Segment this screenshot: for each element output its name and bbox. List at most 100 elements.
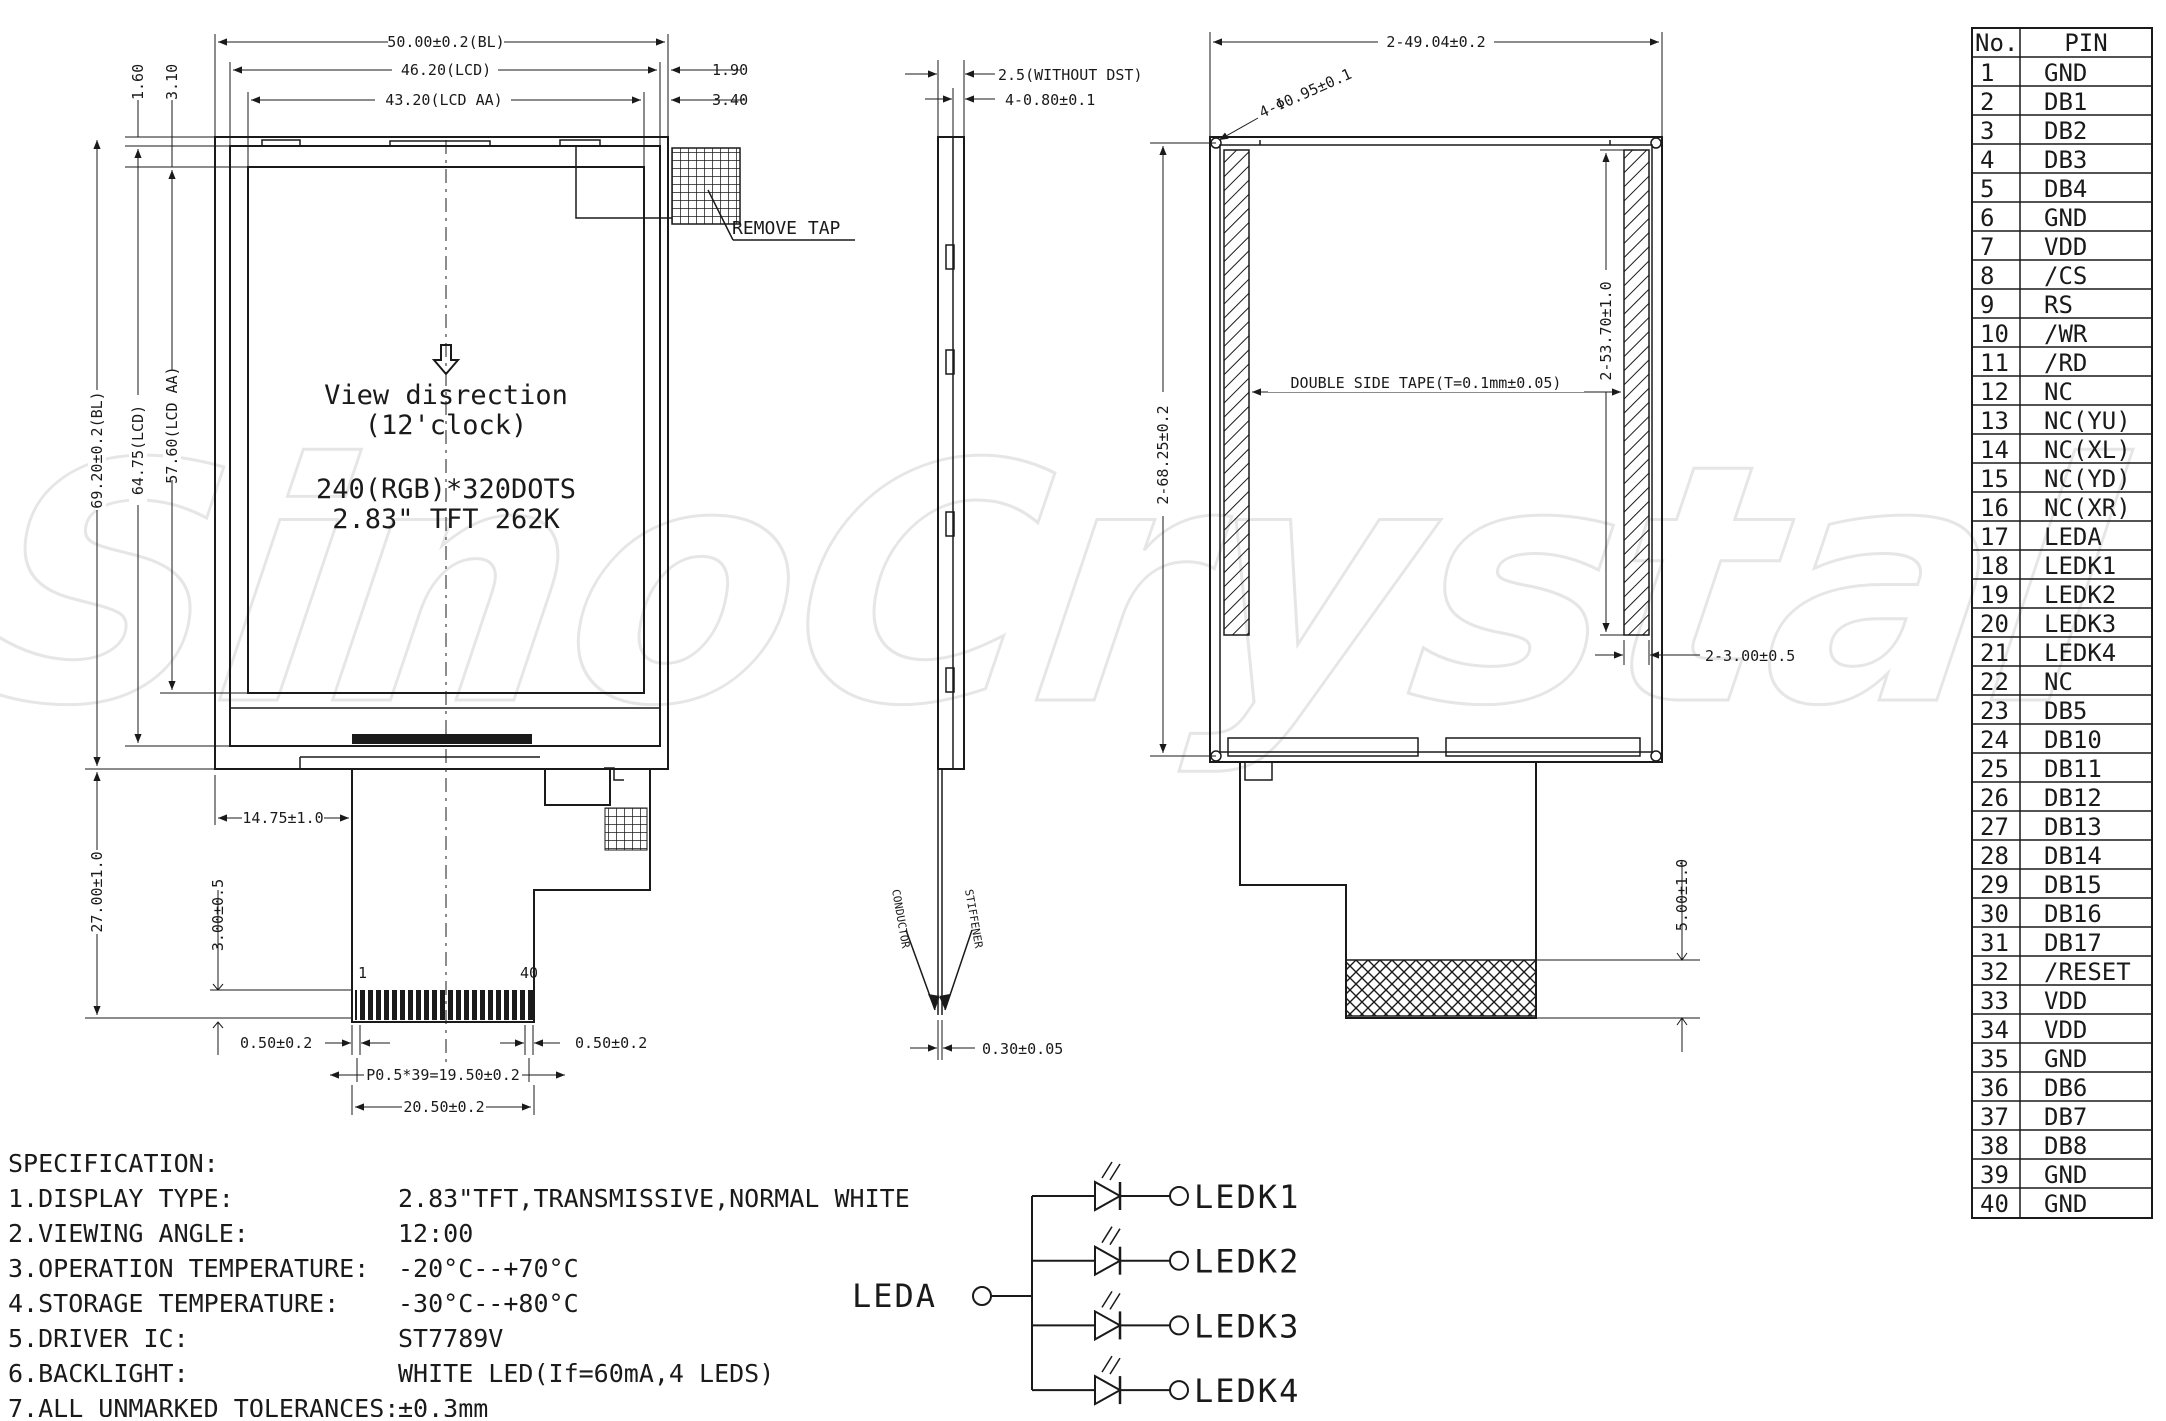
remove-tape-label: REMOVE TAP (732, 218, 841, 239)
pin-number: 36 (1980, 1074, 2009, 1102)
dim-fpc-contact-length: 3.00±0.5 (209, 879, 227, 951)
led-diode-icon (1094, 1374, 1123, 1406)
pin-name: DB3 (2044, 146, 2087, 174)
dim-margin-top-inner: 3.10 (163, 64, 181, 100)
pin-first-label: 1 (358, 964, 367, 982)
dim-width-bl: 50.00±0.2(BL) (387, 33, 504, 51)
pin-name: GND (2044, 1161, 2087, 1189)
anode-terminal-icon (972, 1286, 992, 1306)
pin-number: 11 (1980, 349, 2009, 377)
pin-name: DB2 (2044, 117, 2087, 145)
pin-number: 27 (1980, 813, 2009, 841)
pin-name: LEDK3 (2044, 610, 2116, 638)
dim-height-bl: 69.20±0.2(BL) (88, 391, 106, 508)
pin-number: 8 (1980, 262, 1994, 290)
pin-number: 21 (1980, 639, 2009, 667)
led-light-arrow-icon (1101, 1355, 1121, 1375)
pin-number: 22 (1980, 668, 2009, 696)
pin-last-label: 40 (520, 964, 538, 982)
dim-stiffener-length: 5.00±1.0 (1673, 859, 1691, 931)
pin-name: DB13 (2044, 813, 2102, 841)
pin-name: DB17 (2044, 929, 2102, 957)
dim-height-lcd-aa: 57.60(LCD AA) (163, 366, 181, 483)
spec-value: 2.83"TFT,TRANSMISSIVE,NORMAL WHITE (398, 1184, 910, 1213)
conductor-label: CONDUCTOR (889, 888, 912, 949)
pin-number: 25 (1980, 755, 2009, 783)
led-diode-icon (1094, 1309, 1123, 1342)
pin-name: DB16 (2044, 900, 2102, 928)
pin-name: NC (2044, 668, 2073, 696)
pin-name: /RD (2044, 349, 2087, 377)
pin-name: VDD (2044, 987, 2087, 1015)
led-cathode-label: LEDK4 (1194, 1372, 1300, 1410)
pin-number: 17 (1980, 523, 2009, 551)
spec-label: 1.DISPLAY TYPE: (8, 1184, 234, 1213)
pin-name: DB8 (2044, 1132, 2087, 1160)
dim-margin-right-inner: 3.40 (712, 91, 748, 109)
dim-pin-width-right: 0.50±0.2 (575, 1034, 647, 1052)
spec-value: -30°C--+80°C (398, 1289, 579, 1318)
pin-name: GND (2044, 59, 2087, 87)
dim-thickness-holes: 4-0.80±0.1 (1005, 91, 1095, 109)
cathode-terminal-icon (1169, 1315, 1189, 1336)
pin-number: 18 (1980, 552, 2009, 580)
dim-pin-width-left: 0.50±0.2 (240, 1034, 312, 1052)
pin-name: NC(YU) (2044, 407, 2131, 435)
dim-back-height: 2-68.25±0.2 (1154, 405, 1172, 504)
pin-name: LEDK1 (2044, 552, 2116, 580)
pin-table-header-no: No. (1975, 29, 2018, 57)
led-cathode-label: LEDK2 (1194, 1243, 1300, 1281)
pin-name: NC(XR) (2044, 494, 2131, 522)
view-clock-text: (12'clock) (365, 410, 528, 441)
cathode-terminal-icon (1169, 1380, 1189, 1401)
dim-fpc-length: 27.00±1.0 (88, 851, 106, 932)
pin-name: DB15 (2044, 871, 2102, 899)
pin-number: 39 (1980, 1161, 2009, 1189)
pin-number: 14 (1980, 436, 2009, 464)
pin-number: 12 (1980, 378, 2009, 406)
dim-margin-right-outer: 1.90 (712, 61, 748, 79)
dim-tape-width: 2-3.00±0.5 (1705, 647, 1795, 665)
pin-number: 19 (1980, 581, 2009, 609)
pin-number: 10 (1980, 320, 2009, 348)
pin-name: LEDK4 (2044, 639, 2116, 667)
pin-number: 31 (1980, 929, 2009, 957)
dim-width-lcd-aa: 43.20(LCD AA) (385, 91, 502, 109)
pin-name: GND (2044, 204, 2087, 232)
pin-name: VDD (2044, 1016, 2087, 1044)
pin-number: 3 (1980, 117, 1994, 145)
led-light-arrow-icon (1101, 1226, 1121, 1246)
dim-fpc-thickness: 0.30±0.05 (982, 1040, 1063, 1058)
dim-margin-top-outer: 1.60 (129, 64, 147, 100)
dim-height-lcd: 64.75(LCD) (129, 405, 147, 495)
pin-number: 32 (1980, 958, 2009, 986)
pin-number: 16 (1980, 494, 2009, 522)
spec-label: 7.ALL UNMARKED TOLERANCES: (8, 1394, 399, 1417)
view-direction-arrow-icon (431, 344, 461, 376)
dim-thickness-without-dst: 2.5(WITHOUT DST) (998, 66, 1143, 84)
pin-name: DB1 (2044, 88, 2087, 116)
pin-name: DB11 (2044, 755, 2102, 783)
specification-block: SPECIFICATION: 1.DISPLAY TYPE: 2.83"TFT,T… (8, 1149, 910, 1421)
dim-fpc-width: 20.50±0.2 (403, 1098, 484, 1116)
front-view: REMOVE TAP View disrection (12'clock) 24… (85, 32, 855, 1116)
spec-label: 3.OPERATION TEMPERATURE: (8, 1254, 369, 1283)
pin-number: 13 (1980, 407, 2009, 435)
spec-label: 2.VIEWING ANGLE: (8, 1219, 249, 1248)
led-diode-icon (1094, 1244, 1123, 1277)
cathode-terminal-icon (1169, 1250, 1189, 1271)
spec-title: SPECIFICATION: (8, 1149, 219, 1178)
led-diode-icon (1094, 1180, 1123, 1212)
spec-value: ST7789V (398, 1324, 503, 1353)
cathode-terminal-icon (1169, 1186, 1189, 1206)
pin-number: 9 (1980, 291, 1994, 319)
dim-tape-length: 2-53.70±1.0 (1597, 281, 1615, 380)
spec-value: WHITE LED(If=60mA,4 LEDS) (398, 1359, 774, 1388)
pin-name: DB7 (2044, 1103, 2087, 1131)
spec-value: 12:00 (398, 1219, 473, 1248)
model-text: 2.83" TFT 262K (332, 504, 560, 535)
back-view: 2-49.04±0.2 4-Φ0.95±0.1 2-68.25±0.2 2-53… (1150, 32, 1795, 1052)
